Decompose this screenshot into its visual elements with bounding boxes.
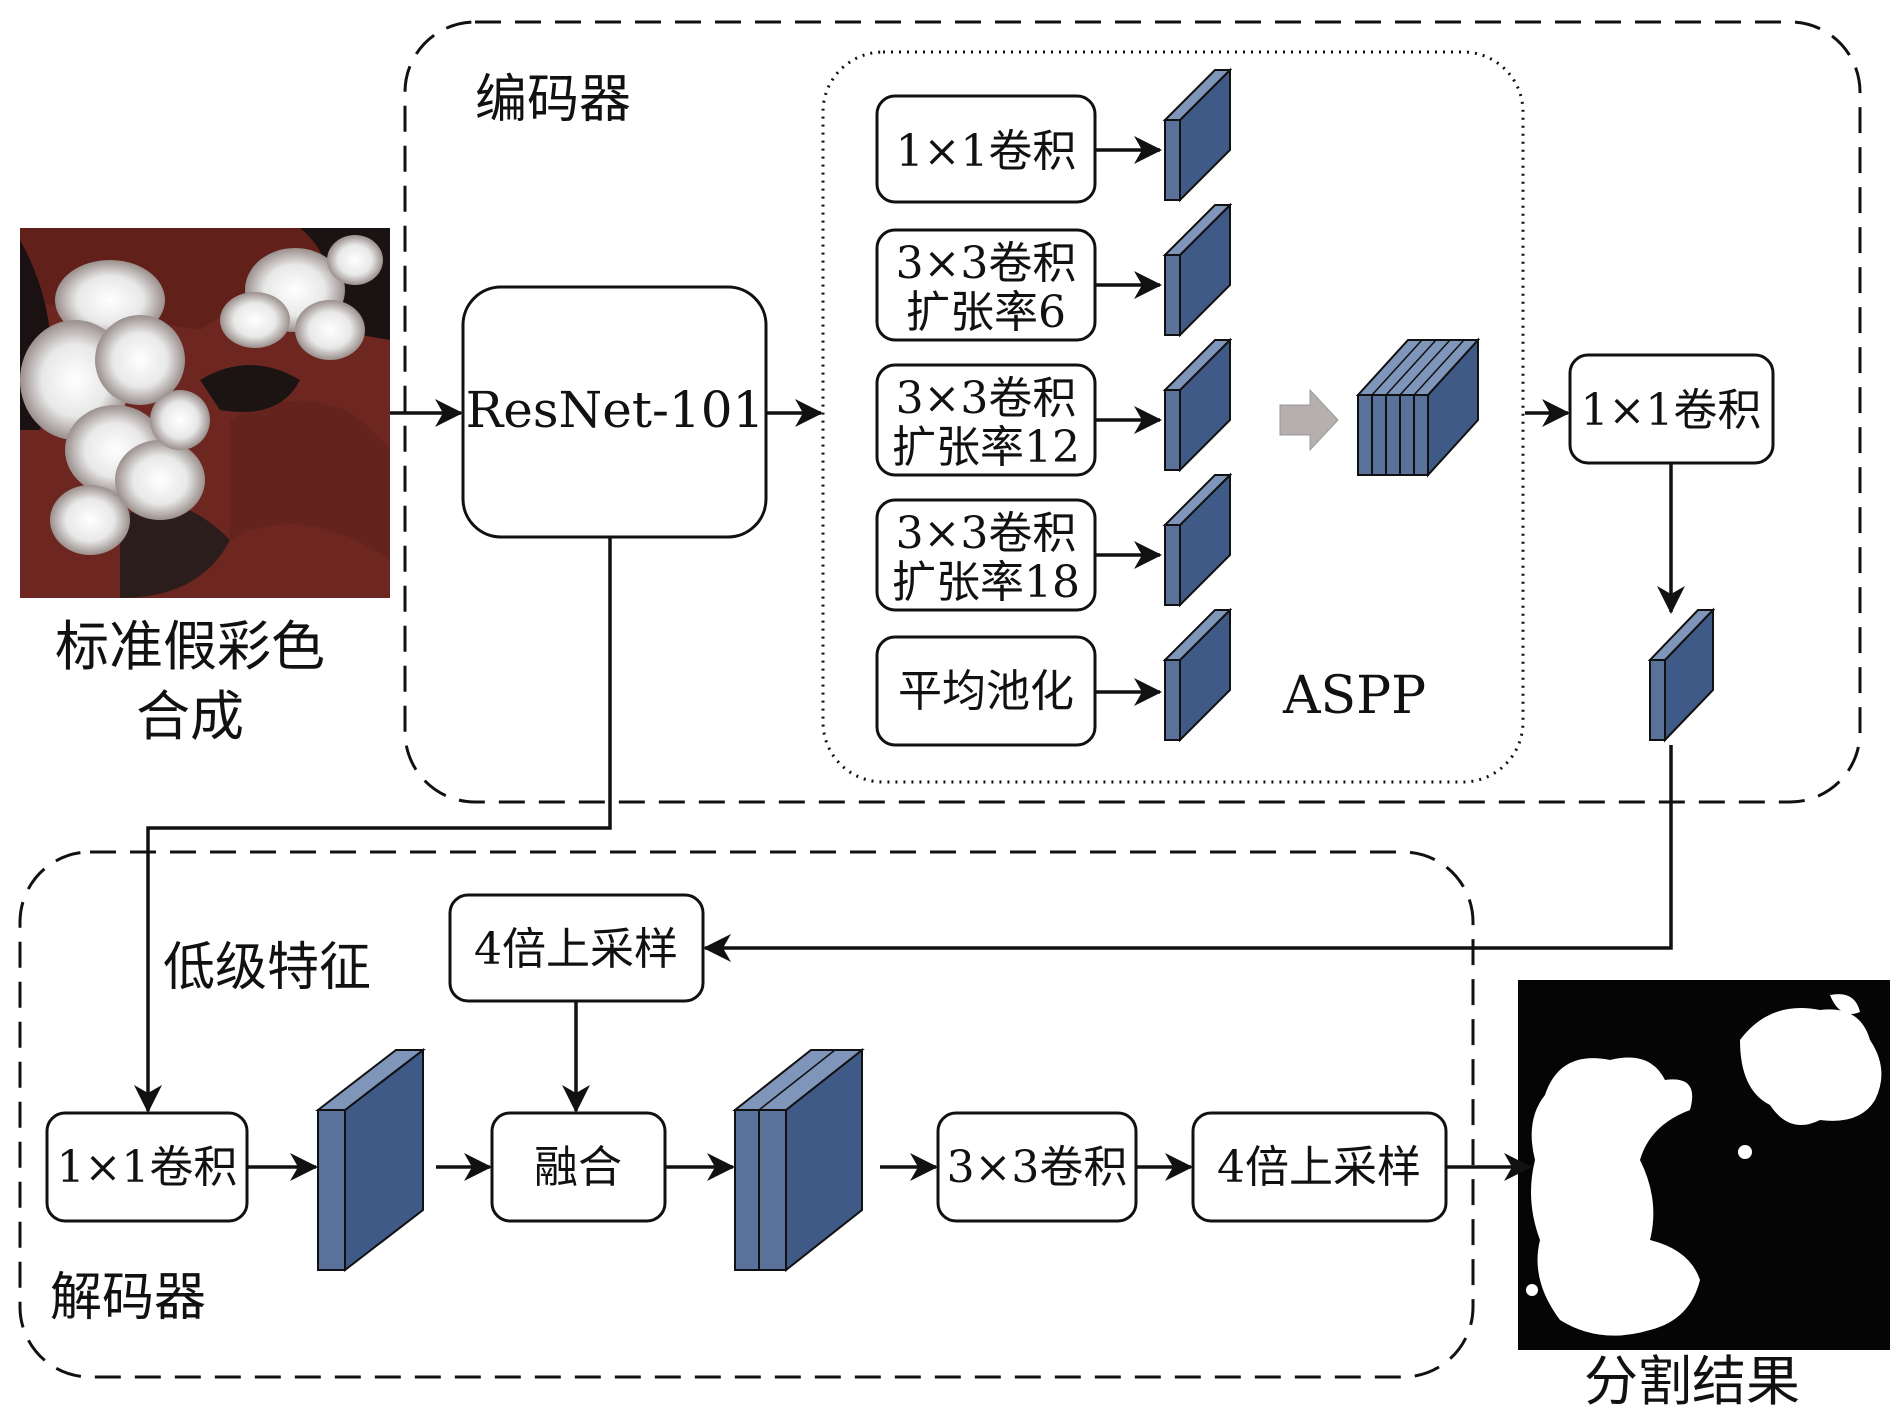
aspp-branch-4-line2: 扩张率18	[892, 557, 1080, 608]
input-caption-line1: 标准假彩色	[55, 615, 325, 678]
decoder-upsample-block-1: 4倍上采样	[448, 893, 705, 1003]
arrow-low-level-features	[134, 537, 612, 1113]
aspp-branch-2: 3×3卷积 扩张率6	[875, 228, 1097, 342]
segmentation-mask	[1526, 994, 1882, 1336]
aspp-region: ASPP	[821, 50, 1525, 784]
low-level-features-label: 低级特征	[163, 938, 371, 998]
cloud-shapes	[20, 235, 383, 555]
encoder-conv-label: 1×1卷积	[1581, 385, 1762, 436]
decoder-upsample-1-label: 4倍上采样	[474, 924, 678, 975]
aspp-branch-2-line1: 3×3卷积	[896, 238, 1077, 289]
concatenated-feature-stack	[1355, 337, 1481, 478]
aspp-branch-3-line1: 3×3卷积	[896, 373, 1077, 424]
fusion-block: 融合	[490, 1111, 667, 1223]
feature-map-2	[1162, 202, 1233, 338]
fusion-label: 融合	[534, 1142, 622, 1193]
encoder-region: 编码器	[403, 20, 1862, 804]
aspp-branch-4-line1: 3×3卷积	[896, 508, 1077, 559]
input-image: 标准假彩色 合成	[20, 228, 390, 748]
decoder-conv3-block: 3×3卷积	[936, 1111, 1138, 1223]
feature-map-3	[1162, 337, 1233, 473]
aspp-branch-3-line2: 扩张率12	[892, 422, 1080, 473]
aspp-branch-2-line2: 扩张率6	[906, 287, 1066, 338]
segmentation-output-image: 分割结果	[1518, 980, 1890, 1413]
aspp-title: ASPP	[1282, 666, 1426, 726]
connectors	[134, 136, 1685, 1181]
decoder-conv3-label: 3×3卷积	[947, 1142, 1128, 1193]
decoder-feature-map-fused	[732, 1047, 865, 1273]
decoder-title: 解码器	[50, 1268, 206, 1328]
decoder-upsample-block-2: 4倍上采样	[1191, 1111, 1448, 1223]
resnet-block: ResNet-101	[461, 285, 768, 539]
encoder-output-feature-map	[1647, 607, 1716, 743]
output-caption: 分割结果	[1584, 1350, 1800, 1413]
aspp-branch-5: 平均池化	[875, 635, 1097, 747]
feature-map-1	[1162, 67, 1233, 203]
decoder-feature-map-1	[315, 1047, 426, 1273]
feature-map-5	[1162, 607, 1233, 743]
decoder-upsample-2-label: 4倍上采样	[1217, 1142, 1421, 1193]
decoder-conv1-label: 1×1卷积	[57, 1142, 238, 1193]
aspp-branch-4: 3×3卷积 扩张率18	[875, 498, 1097, 612]
input-caption-line2: 合成	[136, 685, 244, 748]
resnet-label: ResNet-101	[466, 381, 765, 439]
aspp-branch-3: 3×3卷积 扩张率12	[875, 363, 1097, 477]
feature-map-4	[1162, 472, 1233, 608]
aspp-branch-1: 1×1卷积	[875, 94, 1097, 204]
decoder-region: 解码器	[18, 850, 1475, 1379]
encoder-title: 编码器	[475, 70, 631, 130]
aspp-branch-5-label: 平均池化	[898, 666, 1074, 717]
concat-arrow-icon	[1279, 388, 1339, 452]
aspp-feature-maps	[1162, 67, 1233, 743]
decoder-conv1-block: 1×1卷积	[45, 1111, 249, 1223]
encoder-conv-block: 1×1卷积	[1568, 353, 1775, 465]
arrow-encoder-to-upsample	[703, 745, 1673, 962]
aspp-branch-1-label: 1×1卷积	[896, 126, 1077, 177]
